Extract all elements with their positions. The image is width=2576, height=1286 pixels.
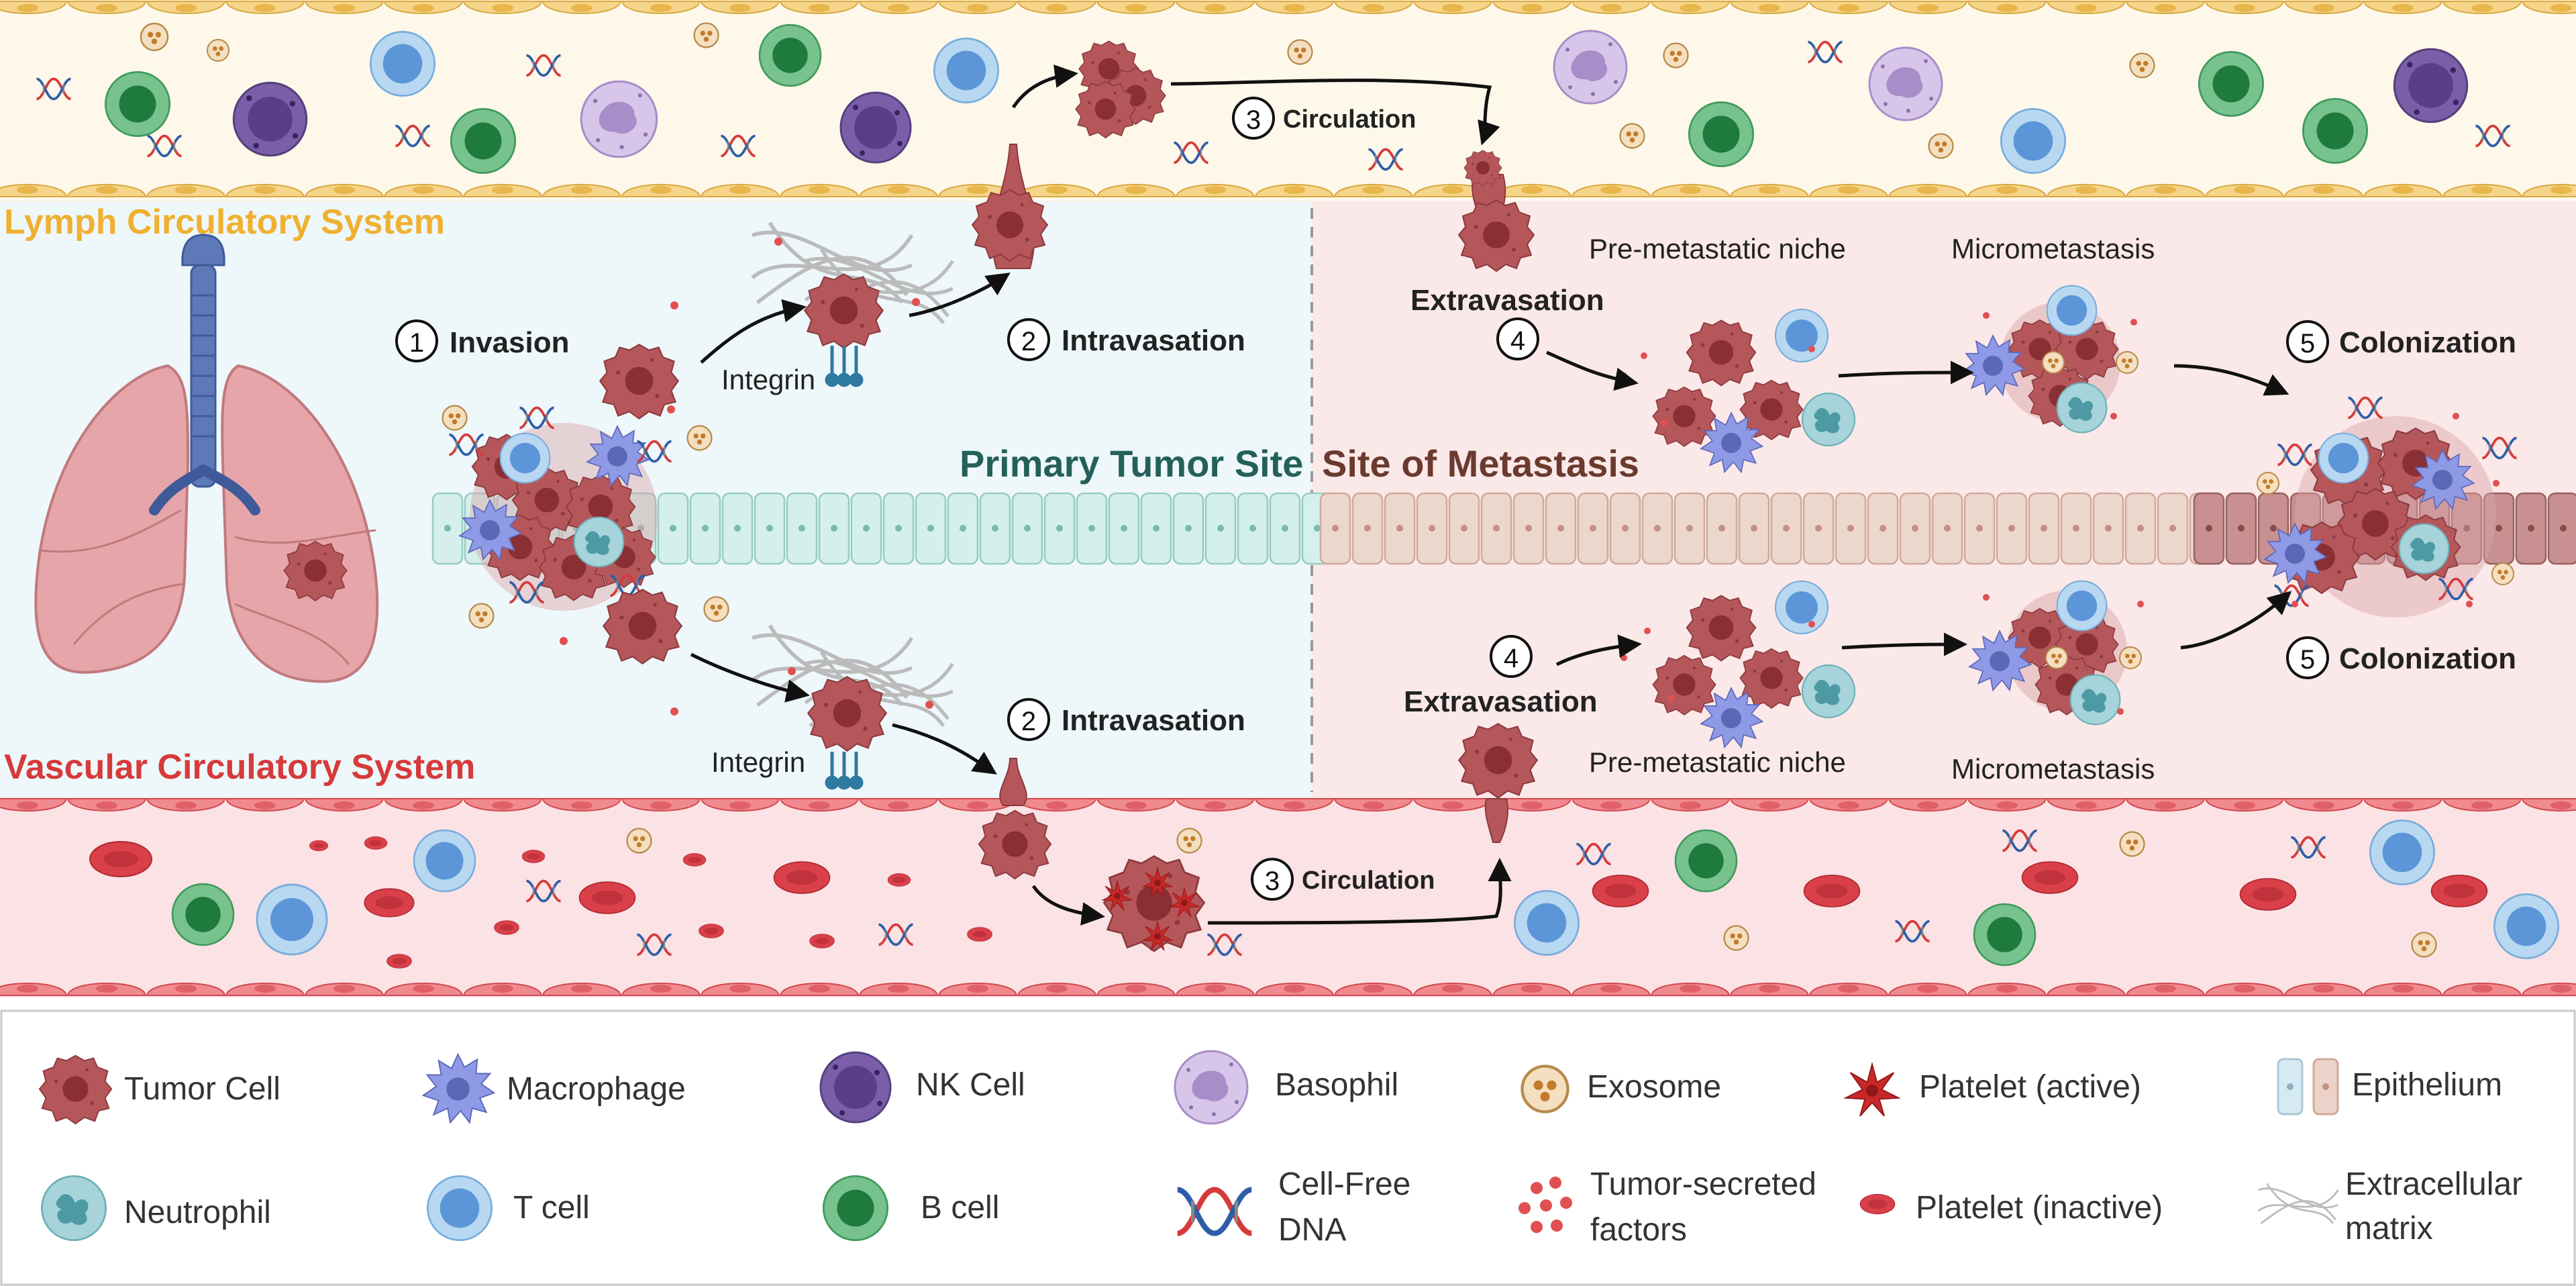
legend-item-nk-cell: NK Cell: [819, 1051, 1025, 1124]
legend: Tumor Cell Macrophage NK Cell Basophil E…: [38, 1050, 2522, 1248]
premetastatic-niche-label-top: Pre-metastatic niche: [1589, 233, 1846, 264]
legend-label: Exosome: [1587, 1069, 1721, 1105]
step-number: 4: [1504, 644, 1518, 673]
lung-illustration: [34, 234, 379, 683]
micrometastasis-bottom: [1969, 580, 2142, 726]
step-number: 1: [409, 328, 424, 358]
premetastatic-niche-label-bottom: Pre-metastatic niche: [1589, 746, 1846, 778]
legend-item-tumor-secreted-factors: Tumor-secreted factors: [1518, 1167, 1816, 1248]
legend-label: T cell: [513, 1190, 590, 1226]
legend-label: Platelet (active): [1919, 1069, 2141, 1105]
step-2-intravasation-top: 2 Intravasation: [1007, 318, 1245, 361]
legend-label: Neutrophil: [124, 1195, 271, 1230]
step-label: Intravasation: [1062, 704, 1245, 737]
legend-label: Basophil: [1275, 1067, 1398, 1103]
primary-tumor-cluster: [442, 344, 729, 664]
integrin-label-bottom: Integrin: [711, 746, 805, 778]
step-number: 2: [1021, 707, 1036, 736]
legend-label: NK Cell: [916, 1067, 1025, 1103]
micrometastasis-label-bottom: Micrometastasis: [1951, 753, 2155, 785]
legend-item-b-cell: B cell: [822, 1175, 999, 1242]
step-4-extravasation-top: Extravasation 4: [1410, 284, 1604, 360]
legend-label-line1: Extracellular: [2345, 1167, 2522, 1202]
step-1-invasion: 1 Invasion: [395, 319, 570, 362]
step-3-circulation-bottom: 3 Circulation: [1251, 858, 1435, 901]
step-label: Circulation: [1283, 105, 1416, 134]
step-label: Colonization: [2339, 326, 2516, 359]
step-number: 3: [1265, 867, 1280, 896]
tumor-factors-icon: [1518, 1177, 1572, 1233]
step-number: 2: [1021, 327, 1036, 356]
b-cell-icon: [822, 1175, 889, 1242]
step-5-colonization-bottom: 5 Colonization: [2286, 636, 2516, 679]
legend-item-extracellular-matrix: Extracellular matrix: [2257, 1167, 2522, 1246]
pathway-arrows: [690, 64, 2292, 926]
exosome-icon: [1523, 1067, 1568, 1112]
step-label: Intravasation: [1062, 324, 1245, 357]
step-number: 5: [2300, 645, 2315, 675]
vascular-system-title: Vascular Circulatory System: [4, 748, 475, 787]
colonization-cluster: [2257, 396, 2518, 617]
intravasation-top: [804, 40, 1166, 387]
step-2-intravasation-bottom: 2 Intravasation: [1007, 698, 1245, 741]
legend-item-tumor-cell: Tumor Cell: [38, 1054, 280, 1125]
step-number: 4: [1510, 326, 1525, 356]
micrometastasis-label-top: Micrometastasis: [1951, 233, 2155, 264]
micrometastasis-top: [1962, 285, 2139, 434]
integrin-label-top: Integrin: [721, 364, 815, 395]
legend-item-t-cell: T cell: [426, 1175, 590, 1242]
legend-panel: [0, 1009, 2576, 1286]
step-label: Extravasation: [1404, 685, 1598, 718]
platelet-inactive-icon: [1859, 1193, 1896, 1215]
legend-item-basophil: Basophil: [1174, 1050, 1398, 1125]
t-cell-icon: [426, 1175, 493, 1242]
step-label: Circulation: [1302, 867, 1435, 895]
step-label: Colonization: [2339, 642, 2516, 675]
legend-label: Platelet (inactive): [1916, 1190, 2163, 1226]
lymph-system-title: Lymph Circulatory System: [4, 203, 445, 242]
legend-item-exosome: Exosome: [1523, 1067, 1721, 1112]
legend-item-macrophage: Macrophage: [422, 1053, 686, 1124]
step-label: Invasion: [450, 326, 570, 359]
step-5-colonization-top: 5 Colonization: [2286, 320, 2516, 363]
step-3-circulation-top: 3 Circulation: [1232, 97, 1416, 140]
legend-label-line2: matrix: [2345, 1211, 2433, 1246]
step-label: Extravasation: [1410, 284, 1604, 317]
primary-site-title: Primary Tumor Site: [960, 442, 1303, 485]
legend-label-line1: Cell-Free: [1278, 1167, 1410, 1202]
legend-label-line2: DNA: [1278, 1212, 1346, 1248]
lymph-vessel: [0, 0, 2576, 201]
legend-label-line2: factors: [1590, 1212, 1687, 1248]
legend-label: Macrophage: [507, 1071, 686, 1107]
legend-item-cell-free-dna: Cell-Free DNA: [1178, 1167, 1410, 1248]
tumor-secreted-factors: [560, 238, 2500, 715]
extravasation-top: [1458, 150, 1535, 272]
neutrophil-icon: [40, 1175, 107, 1242]
vascular-vessel: [0, 797, 2576, 997]
legend-item-platelet-active: Platelet (active): [1845, 1063, 2141, 1117]
step-number: 3: [1246, 105, 1261, 135]
epithelium-metastasis: [1319, 492, 2576, 565]
extravasation-bottom: [1458, 723, 1538, 843]
metastasis-site-title: Site of Metastasis: [1322, 442, 1639, 485]
legend-label-line1: Tumor-secreted: [1590, 1167, 1816, 1202]
legend-label: B cell: [921, 1190, 999, 1226]
intravasation-bottom: [807, 676, 1205, 952]
nk-cell-icon: [819, 1051, 892, 1124]
legend-label: Tumor Cell: [124, 1071, 280, 1107]
legend-item-epithelium: Epithelium: [2277, 1058, 2502, 1116]
step-4-extravasation-bottom: 4 Extravasation: [1404, 635, 1598, 718]
basophil-icon: [1174, 1050, 1249, 1125]
legend-label: Epithelium: [2352, 1067, 2502, 1103]
legend-item-platelet-inactive: Platelet (inactive): [1859, 1190, 2163, 1226]
step-number: 5: [2300, 329, 2315, 358]
epithelium-icon: [2277, 1058, 2339, 1116]
legend-item-neutrophil: Neutrophil: [40, 1175, 271, 1242]
